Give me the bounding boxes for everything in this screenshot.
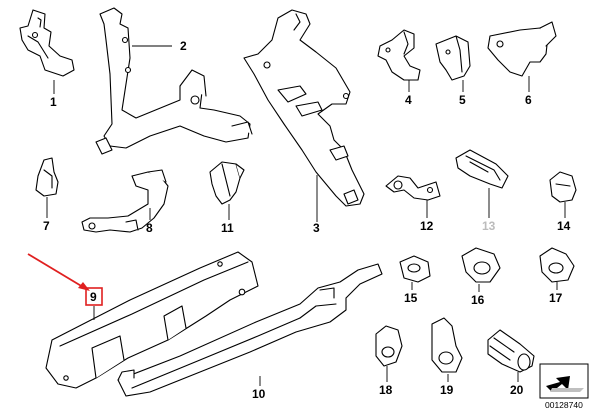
part-14-clip[interactable]	[549, 171, 577, 218]
callout-arrow-line	[27, 253, 84, 288]
label-20: 20	[510, 383, 524, 397]
part-5-plate[interactable]	[435, 35, 471, 92]
arrow-icon	[546, 376, 584, 392]
part-15-clip[interactable]	[399, 255, 431, 290]
part-12-clip[interactable]	[385, 175, 441, 218]
catalog-box	[539, 363, 589, 399]
part-4-clip[interactable]	[377, 29, 421, 92]
label-2: 2	[180, 39, 187, 53]
label-8: 8	[146, 221, 153, 235]
part-9-panel[interactable]	[45, 251, 259, 389]
label-11: 11	[221, 221, 234, 235]
part-18-clip[interactable]	[375, 325, 403, 382]
label-9: 9	[90, 290, 97, 304]
part-10-panel[interactable]	[117, 263, 383, 397]
part-2-bracket[interactable]	[95, 7, 253, 155]
part-13-holder[interactable]	[455, 149, 509, 218]
label-10: 10	[252, 387, 266, 401]
part-11-clip[interactable]	[209, 161, 245, 220]
catalog-number: 00128740	[545, 400, 583, 410]
label-7: 7	[43, 219, 50, 233]
part-1-bracket[interactable]	[19, 9, 75, 94]
label-5: 5	[459, 93, 466, 107]
label-4: 4	[405, 93, 412, 107]
part-19-clip[interactable]	[431, 317, 463, 382]
label-18: 18	[379, 383, 393, 397]
part-17-clip[interactable]	[539, 247, 575, 290]
callout-arrow-head	[78, 282, 90, 291]
label-13: 13	[482, 219, 496, 233]
label-1: 1	[50, 95, 57, 109]
label-16: 16	[471, 293, 485, 307]
label-17: 17	[549, 291, 563, 305]
part-6-bracket[interactable]	[487, 21, 557, 92]
part-16-clip[interactable]	[461, 247, 501, 292]
part-7-clip[interactable]	[35, 157, 59, 218]
label-3: 3	[313, 221, 320, 235]
part-8-bracket[interactable]	[81, 169, 169, 233]
part-3-rail[interactable]	[243, 9, 365, 222]
label-9-box	[85, 287, 103, 306]
label-14: 14	[557, 219, 571, 233]
label-15: 15	[404, 291, 418, 305]
label-6: 6	[525, 93, 532, 107]
part-20-plug[interactable]	[487, 329, 535, 382]
label-19: 19	[440, 383, 454, 397]
label-12: 12	[420, 219, 434, 233]
